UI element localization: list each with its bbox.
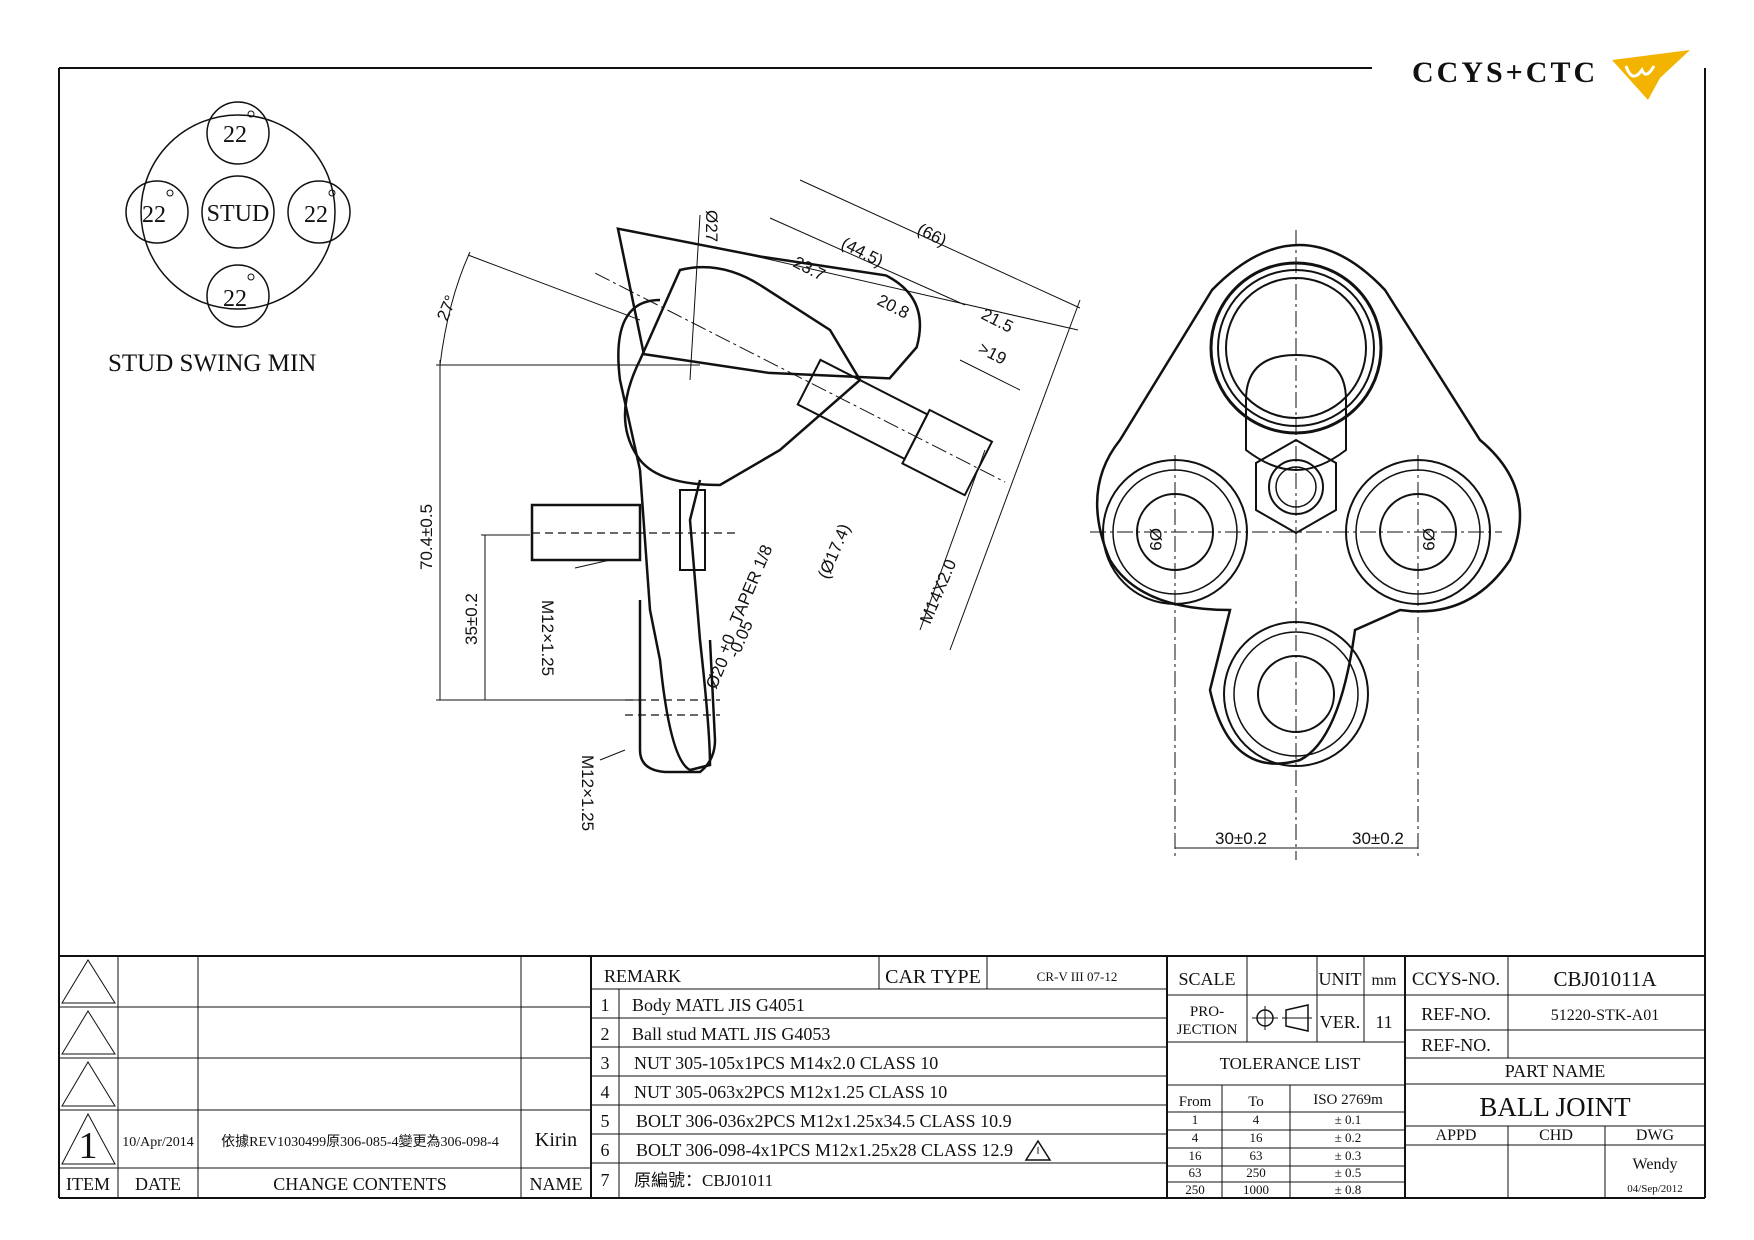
rev-header-date: DATE: [135, 1174, 181, 1194]
remark-1-text: Body MATL JIS G4051: [632, 995, 805, 1015]
width-right-label: 30±0.2: [1352, 829, 1404, 848]
hole-right-label: Ø9: [1419, 528, 1438, 551]
remark-7-no: 7: [601, 1170, 610, 1190]
tol-header-to: To: [1248, 1094, 1264, 1110]
tol-header-iso: ISO 2769m: [1313, 1092, 1383, 1108]
tol-row-2-to: 16: [1250, 1130, 1264, 1145]
top-view: Ø9 Ø9 30±0.2 30±0.2: [1090, 230, 1522, 860]
projection-symbol-icon: [1252, 1004, 1312, 1032]
remark-4-text: NUT 305-063x2PCS M12x1.25 CLASS 10: [634, 1082, 947, 1102]
rev-header-item: ITEM: [66, 1174, 110, 1194]
side-view: 27° Ø27 (66) (44.5) 23.7 20.8 21.5 >19 7…: [417, 179, 1081, 831]
drawing-date: 04/Sep/2012: [1627, 1183, 1683, 1195]
ref-no-value: 51220-STK-A01: [1551, 1007, 1659, 1024]
part-name-label: PART NAME: [1505, 1061, 1605, 1081]
thread-m14-label: M14X2.0: [916, 557, 960, 627]
swing-bottom-value: 22: [223, 286, 247, 312]
tol-row-4-from: 63: [1189, 1165, 1202, 1180]
remark-5-no: 5: [601, 1111, 610, 1131]
dim-20-8-label: 20.8: [874, 291, 912, 323]
scale-label: SCALE: [1178, 969, 1235, 989]
company-logo: CCYS+CTC: [1412, 50, 1690, 100]
remark-header: REMARK: [604, 966, 681, 986]
dim-44-5-label: (44.5): [838, 234, 886, 271]
ver-label: VER.: [1320, 1012, 1361, 1032]
tol-row-4-tol: ± 0.5: [1335, 1165, 1362, 1180]
rev-row-4-date: 10/Apr/2014: [122, 1135, 194, 1150]
thread-m12-lower-label: M12×1.25: [578, 755, 597, 831]
chd-label: CHD: [1539, 1127, 1573, 1144]
tol-row-1-tol: ± 0.1: [1335, 1112, 1362, 1127]
part-name-value: BALL JOINT: [1479, 1092, 1631, 1122]
projection-label-1: PRO-: [1190, 1004, 1224, 1020]
swing-right-value: 22: [304, 202, 328, 228]
tol-row-1-from: 1: [1192, 1112, 1199, 1127]
tol-row-3-from: 16: [1189, 1148, 1203, 1163]
tol-row-2-tol: ± 0.2: [1335, 1130, 1362, 1145]
logo-mark-icon: [1612, 50, 1690, 100]
tol-header-from: From: [1179, 1094, 1212, 1110]
ref-no-label-2: REF-NO.: [1421, 1035, 1491, 1055]
drawer-name: Wendy: [1633, 1156, 1678, 1173]
remark-5-text: BOLT 306-036x2PCS M12x1.25x34.5 CLASS 10…: [636, 1111, 1012, 1131]
remark-3-text: NUT 305-105x1PCS M14x2.0 CLASS 10: [634, 1053, 938, 1073]
car-type-value: CR-V III 07-12: [1037, 969, 1118, 984]
height-35-label: 35±0.2: [462, 593, 481, 645]
ver-value: 11: [1375, 1012, 1392, 1032]
ref-no-label: REF-NO.: [1421, 1004, 1491, 1024]
taper-label: TAPER 1/8: [726, 542, 776, 627]
dim-21-5-label: 21.5: [978, 305, 1016, 337]
logo-text: CCYS+CTC: [1412, 56, 1598, 89]
sheet-border: [58, 67, 1706, 1199]
swing-center-label: STUD: [207, 201, 270, 227]
appd-label: APPD: [1436, 1127, 1477, 1144]
revision-warning-icon: [1024, 1139, 1052, 1161]
dwg-label: DWG: [1636, 1127, 1675, 1144]
tol-row-1-to: 4: [1253, 1112, 1260, 1127]
diameter-20-label: Ø20: [702, 655, 732, 692]
swing-left-value: 22: [142, 202, 166, 228]
tol-row-5-to: 1000: [1243, 1182, 1269, 1197]
rev-row-4-change: 依據REV1030499原306-085-4變更為306-098-4: [221, 1134, 499, 1150]
diameter-27-label: Ø27: [702, 210, 721, 242]
title-block-grid: [59, 955, 1705, 1198]
rev-header-name: NAME: [530, 1174, 583, 1194]
rev-header-change: CHANGE CONTENTS: [273, 1174, 447, 1194]
tol-row-3-to: 63: [1250, 1148, 1263, 1163]
rev-row-4-name: Kirin: [535, 1129, 577, 1151]
remark-1-no: 1: [601, 995, 610, 1015]
remark-2-no: 2: [601, 1024, 610, 1044]
remark-7-text: 原編號：CBJ01011: [634, 1171, 773, 1190]
remark-3-no: 3: [601, 1053, 610, 1073]
thread-m12-upper-label: M12×1.25: [538, 600, 557, 676]
remark-6-text: BOLT 306-098-4x1PCS M12x1.25x28 CLASS 12…: [636, 1140, 1013, 1160]
remark-6-no: 6: [601, 1140, 610, 1160]
remark-2-text: Ball stud MATL JIS G4053: [632, 1024, 830, 1044]
ccys-no-value: CBJ01011A: [1553, 967, 1657, 991]
angle-27-label: 27°: [433, 292, 461, 323]
hole-left-label: Ø9: [1146, 528, 1165, 551]
tol-row-2-from: 4: [1192, 1130, 1199, 1145]
stud-swing-diagram: 22 22 22 22 STUD STUD SWING MIN: [108, 101, 351, 377]
unit-label: UNIT: [1319, 969, 1362, 989]
car-type-label: CAR TYPE: [885, 966, 981, 988]
tolerance-title: TOLERANCE LIST: [1220, 1054, 1361, 1073]
dim-23-7-label: 23.7: [790, 253, 828, 285]
remark-4-no: 4: [601, 1082, 610, 1102]
diameter-17-4-label: (Ø17.4): [814, 521, 854, 581]
tol-row-3-tol: ± 0.3: [1335, 1148, 1362, 1163]
tol-row-5-tol: ± 0.8: [1335, 1182, 1362, 1197]
width-left-label: 30±0.2: [1215, 829, 1267, 848]
unit-value: mm: [1372, 972, 1397, 989]
ccys-no-label: CCYS-NO.: [1412, 969, 1500, 990]
dim-19-label: >19: [975, 339, 1009, 369]
swing-top-value: 22: [223, 122, 247, 148]
height-70-4-label: 70.4±0.5: [417, 504, 436, 570]
swing-caption: STUD SWING MIN: [108, 350, 316, 377]
projection-label-2: JECTION: [1177, 1022, 1238, 1038]
rev-row-4-item: 1: [79, 1125, 98, 1167]
tol-row-4-to: 250: [1246, 1165, 1266, 1180]
tol-row-5-from: 250: [1185, 1182, 1205, 1197]
